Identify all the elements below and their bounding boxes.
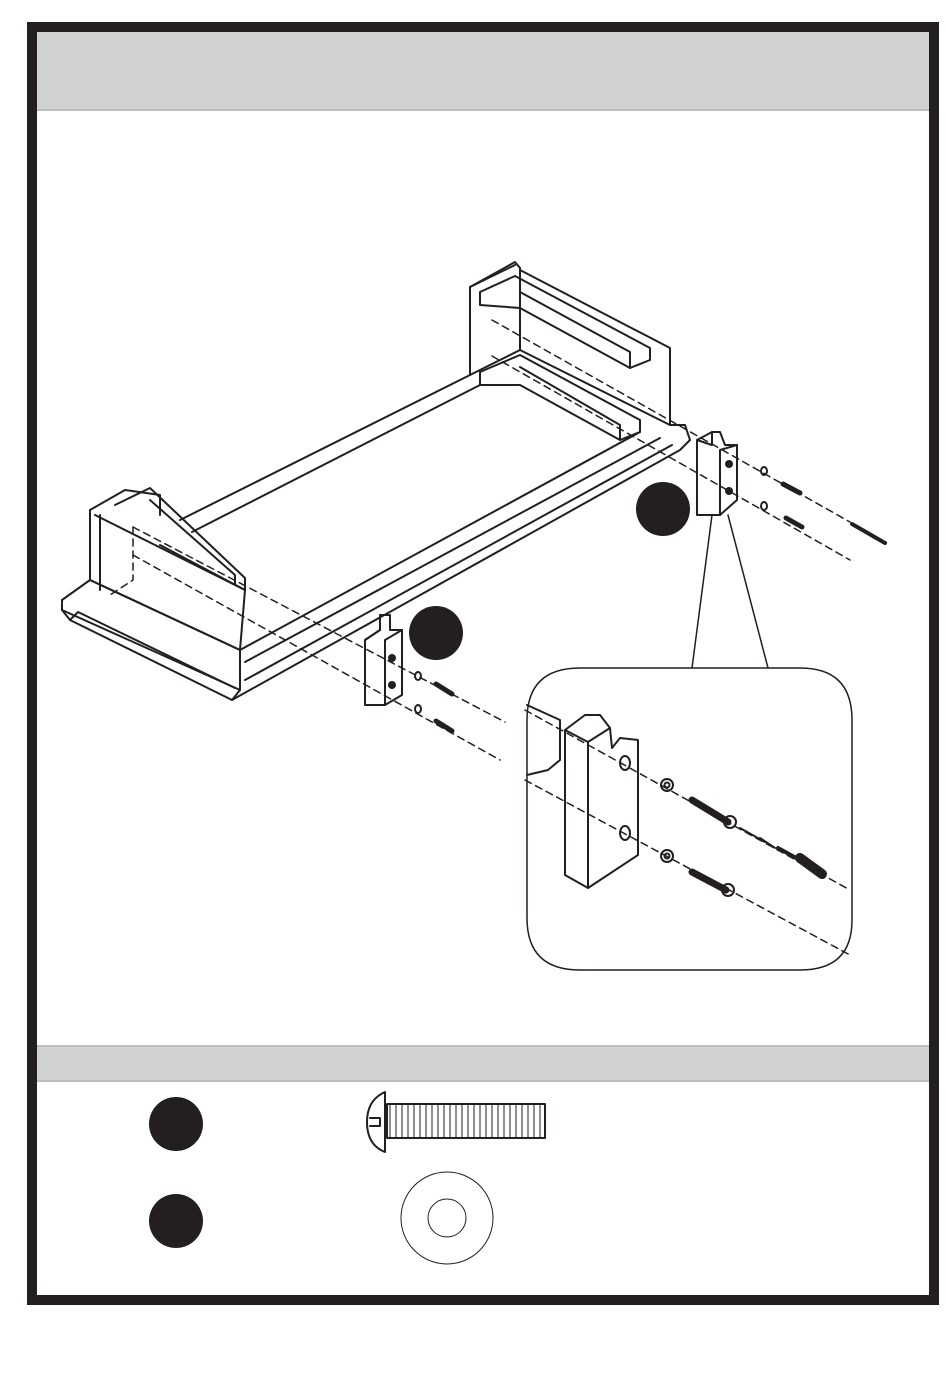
hardware-badge-washer [149,1194,203,1248]
callout-badge-upper [636,482,690,536]
mounting-block-lower [365,615,402,705]
hardware-washer-drawing [401,1172,493,1264]
detail-zoom-box [527,668,852,970]
hardware-screw-drawing [367,1092,545,1152]
zoom-leader-right [728,515,768,668]
assembly-guide-lines [110,320,850,955]
mounting-block-upper [697,432,737,515]
detail-block [527,705,638,888]
detail-screws [661,779,822,896]
zoom-leader-left [692,515,712,668]
hardware-badge-screw [149,1097,203,1151]
base-frame-drawing [62,262,690,700]
callout-badge-lower [409,606,463,660]
